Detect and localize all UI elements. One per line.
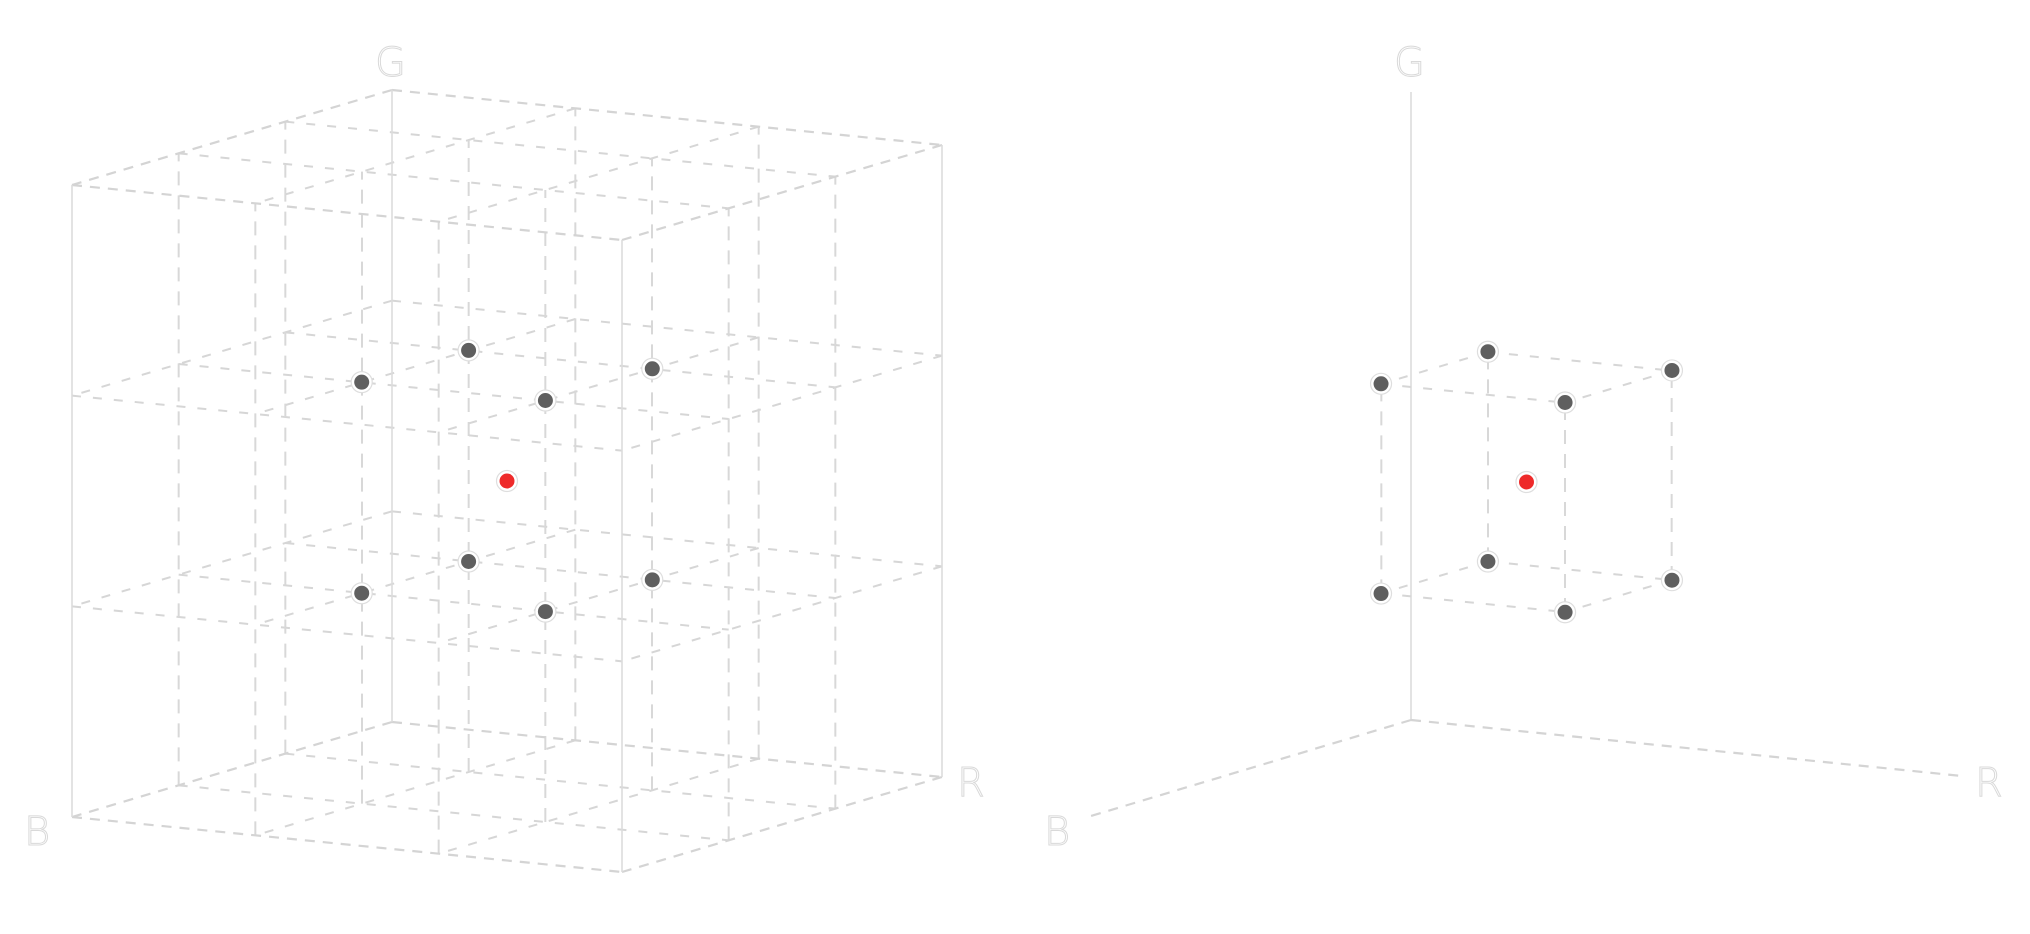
highlight-point xyxy=(495,469,519,493)
grid-line-b xyxy=(255,107,576,205)
highlight-point xyxy=(1515,470,1538,494)
grid-line-b xyxy=(621,354,943,452)
right-cell-grid xyxy=(1380,351,1673,613)
data-point xyxy=(1660,569,1684,592)
right-points xyxy=(1369,340,1684,624)
right-axis-label-g: G xyxy=(1394,40,1425,86)
grid-line-r xyxy=(178,363,729,420)
point-marker xyxy=(537,604,553,620)
data-point xyxy=(1476,550,1500,573)
data-point xyxy=(350,582,373,605)
data-point xyxy=(457,550,480,573)
grid-line-r xyxy=(285,752,836,810)
right-axis-label-r: R xyxy=(1975,760,2003,806)
cube-edge-r xyxy=(391,88,943,147)
cube-edge-r xyxy=(71,815,623,874)
data-point xyxy=(534,600,557,623)
point-marker xyxy=(1373,376,1389,392)
data-point xyxy=(1369,582,1393,605)
point-marker xyxy=(354,585,370,601)
point-marker xyxy=(461,342,477,358)
cube-edge-b xyxy=(71,720,393,819)
right-plot: G B R xyxy=(1044,40,2004,856)
data-point xyxy=(457,339,480,362)
grid-line-b xyxy=(438,547,759,644)
grid-line-b xyxy=(621,565,943,663)
left-points xyxy=(350,339,664,623)
point-marker xyxy=(499,473,515,489)
point-marker xyxy=(644,572,660,588)
point-marker xyxy=(1480,553,1496,569)
grid-line-r xyxy=(71,605,623,663)
cell-edge-r xyxy=(1487,560,1672,581)
grid-line-b xyxy=(255,739,576,837)
data-point xyxy=(641,357,664,380)
left-lattice-grid xyxy=(71,107,943,855)
left-axis-label-b: B xyxy=(24,809,50,855)
cell-edge-b xyxy=(1381,351,1489,385)
data-point xyxy=(1476,340,1500,363)
left-cube-edges xyxy=(71,88,943,874)
left-axis-label-g: G xyxy=(375,40,406,86)
point-marker xyxy=(1664,362,1680,378)
cell-edge-r xyxy=(1381,383,1566,404)
point-marker xyxy=(1557,604,1573,620)
cube-edge-b xyxy=(621,775,943,874)
point-marker xyxy=(1519,474,1534,490)
cube-edge-b xyxy=(71,88,393,187)
cube-edge-r xyxy=(71,183,623,242)
cube-edge-b xyxy=(621,143,943,242)
grid-line-r xyxy=(285,331,836,389)
point-marker xyxy=(1480,344,1496,360)
right-axis-label-b: B xyxy=(1044,809,1070,855)
left-plot: G B R xyxy=(24,40,985,874)
cell-edge-b xyxy=(1381,560,1489,595)
left-axis-label-r: R xyxy=(957,760,985,806)
grid-line-b xyxy=(438,757,759,855)
grid-line-r xyxy=(285,120,836,178)
grid-line-r xyxy=(178,784,729,842)
grid-line-r xyxy=(71,394,623,452)
point-marker xyxy=(1664,572,1680,588)
grid-line-b xyxy=(255,318,576,415)
right-b-axis xyxy=(1090,718,1412,818)
data-point xyxy=(641,568,664,591)
data-point xyxy=(1660,359,1684,382)
data-point xyxy=(1369,372,1393,395)
grid-line-r xyxy=(178,573,729,631)
cell-edge-b xyxy=(1564,369,1672,404)
grid-line-b xyxy=(71,299,393,397)
grid-line-r xyxy=(391,510,943,568)
grid-line-b xyxy=(255,528,576,626)
data-point xyxy=(350,371,373,394)
point-marker xyxy=(644,361,660,377)
grid-line-r xyxy=(178,152,729,210)
cell-edge-b xyxy=(1564,579,1672,613)
point-marker xyxy=(1557,395,1573,411)
data-point xyxy=(1553,391,1577,414)
grid-line-b xyxy=(438,336,759,434)
grid-line-b xyxy=(438,125,759,223)
point-marker xyxy=(461,553,477,569)
grid-line-r xyxy=(391,299,943,357)
point-marker xyxy=(537,393,553,409)
grid-line-b xyxy=(71,510,393,608)
cube-edge-r xyxy=(391,720,943,779)
right-r-axis xyxy=(1410,718,1963,778)
cell-edge-r xyxy=(1381,592,1566,613)
data-point xyxy=(1553,601,1577,624)
data-point xyxy=(534,389,557,412)
point-marker xyxy=(1373,586,1389,602)
grid-line-r xyxy=(285,542,836,599)
point-marker xyxy=(354,374,370,390)
cell-edge-r xyxy=(1487,351,1672,372)
